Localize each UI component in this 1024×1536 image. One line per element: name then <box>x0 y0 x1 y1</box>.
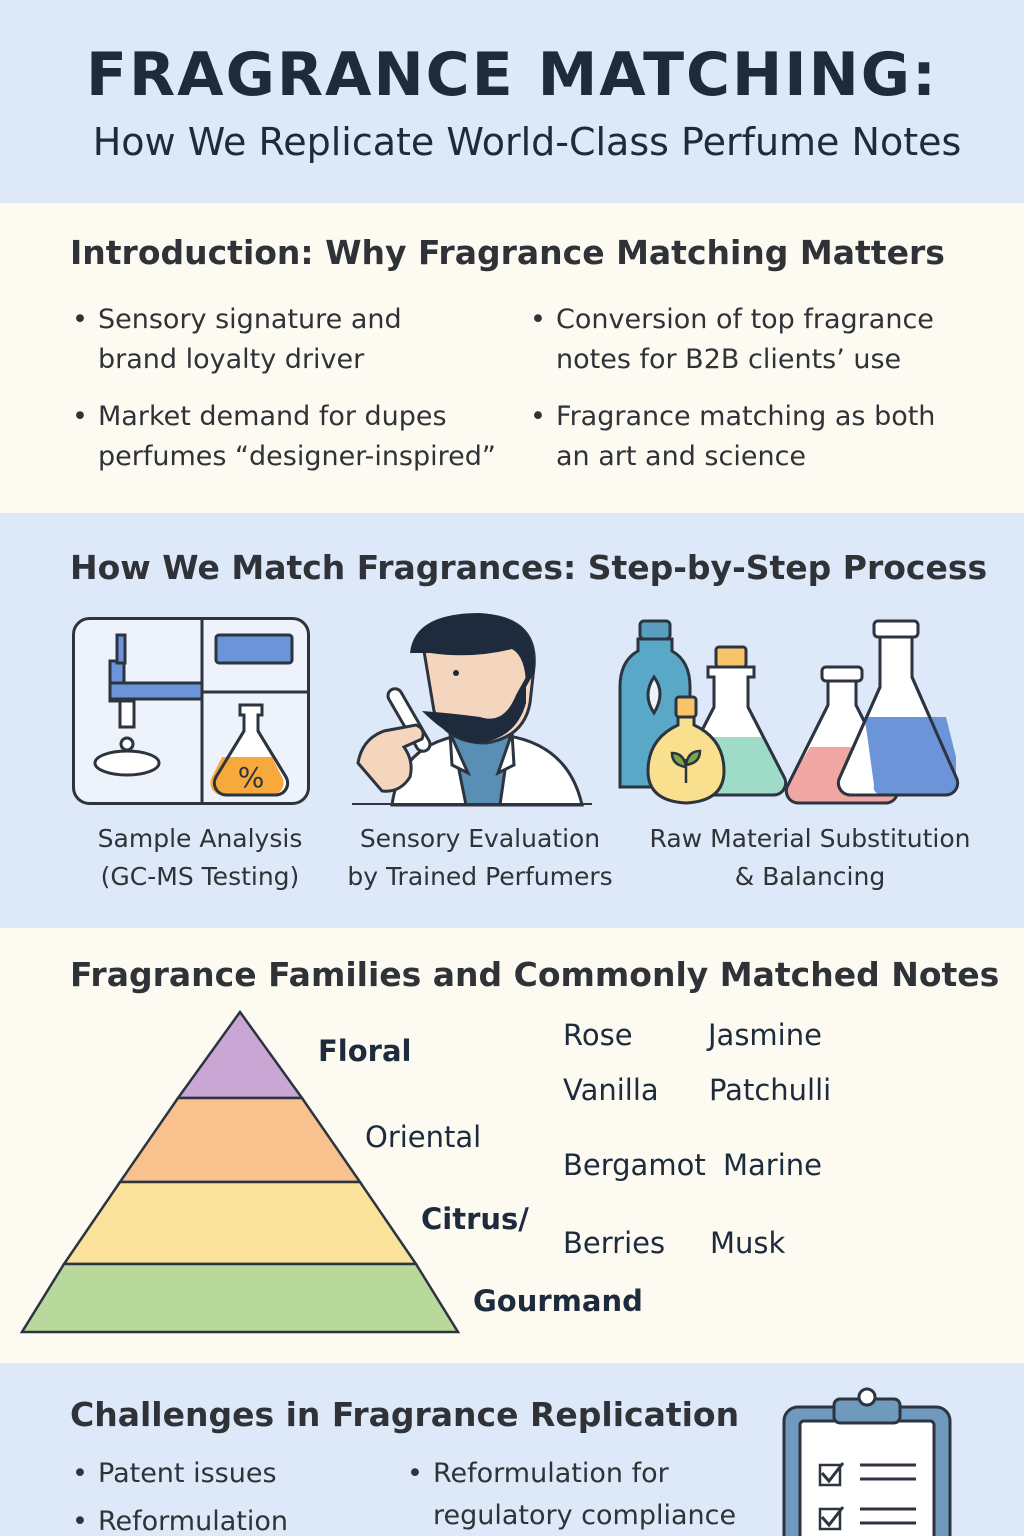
tier-label-citrus: Citrus/ <box>421 1202 529 1236</box>
note-berries: Berries <box>563 1226 666 1260</box>
flasks-bottles-icon <box>618 619 960 805</box>
families-section: Fragrance Families and Commonly Matched … <box>0 928 1024 1363</box>
families-heading: Fragrance Families and Commonly Matched … <box>70 955 1000 994</box>
challenges-section: Challenges in Fragrance Replication Pate… <box>0 1363 1024 1536</box>
tier-label-gourmand: Gourmand <box>473 1284 643 1318</box>
challenges-heading: Challenges in Fragrance Replication <box>70 1395 740 1434</box>
fragrance-pyramid <box>19 1009 461 1334</box>
pyramid-tier-oriental <box>117 1096 363 1184</box>
process-heading: How We Match Fragrances: Step-by-Step Pr… <box>70 548 988 587</box>
tier-label-floral: Floral <box>318 1034 412 1068</box>
gc-ms-analyzer-icon: % <box>72 617 310 805</box>
intro-bullet-3: Market demand for dupes perfumes “design… <box>72 397 502 477</box>
intro-bullet-2: Conversion of top fragrance notes for B2… <box>530 300 960 380</box>
pyramid-tier-floral <box>175 1009 305 1100</box>
percent-symbol: % <box>238 761 265 794</box>
note-musk: Musk <box>710 1226 786 1260</box>
tier-label-oriental: Oriental <box>365 1120 482 1154</box>
header-banner: FRAGRANCE MATCHING: How We Replicate Wor… <box>0 0 1024 203</box>
pyramid-tier-citrus <box>61 1180 419 1266</box>
note-rose: Rose <box>563 1018 633 1052</box>
note-jasmine: Jasmine <box>708 1018 822 1052</box>
perfumer-smelling-icon <box>352 613 592 807</box>
pyramid-tier-gourmand <box>19 1262 461 1334</box>
challenge-bullet-patent: Patent issues <box>72 1453 277 1495</box>
challenge-bullet-regulatory: Reformulation for regulatory compliance <box>407 1453 736 1536</box>
step-3-label: Raw Material Substitution & Balancing <box>649 824 971 891</box>
page-title: FRAGRANCE MATCHING: <box>85 40 939 110</box>
checklist-clipboard-icon <box>782 1387 952 1536</box>
step-1-label: Sample Analysis (GC-MS Testing) <box>97 824 303 891</box>
intro-bullet-4: Fragrance matching as both an art and sc… <box>530 397 960 477</box>
note-bergamot: Bergamot <box>563 1148 706 1182</box>
note-patchulli: Patchulli <box>709 1073 832 1107</box>
page-subtitle: How We Replicate World-Class Perfume Not… <box>92 120 962 164</box>
intro-bullet-1: Sensory signature and brand loyalty driv… <box>72 300 502 380</box>
intro-heading: Introduction: Why Fragrance Matching Mat… <box>70 233 945 272</box>
challenge-bullet-reformulation: Reformulation <box>72 1501 288 1536</box>
intro-section: Introduction: Why Fragrance Matching Mat… <box>0 203 1024 513</box>
step-2-label: Sensory Evaluation by Trained Perfumers <box>347 824 613 891</box>
note-vanilla: Vanilla <box>563 1073 659 1107</box>
process-section: How We Match Fragrances: Step-by-Step Pr… <box>0 513 1024 928</box>
note-marine: Marine <box>723 1148 822 1182</box>
